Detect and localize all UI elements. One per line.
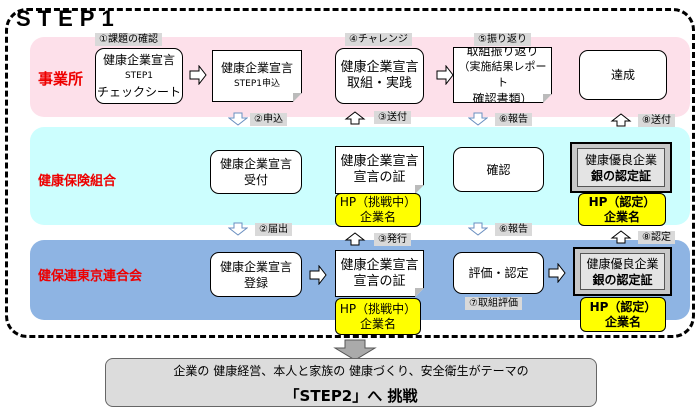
row-label-company: 事業所 [38,70,84,88]
fold-corner [293,93,302,102]
text: 健康企業宣言 [340,60,419,75]
text: 取組振り返り [466,44,539,58]
tag-challenge: ④チャレンジ [345,33,412,46]
right-arrow-icon [436,65,454,85]
text: 受付 [243,173,268,187]
up-arrow-icon [610,113,632,127]
down-arrow-icon [468,222,488,236]
text: HP（挑戦中） [339,301,417,316]
box-register: 健康企業宣言登録 [210,252,302,297]
row-label-federation: 健保連東京連合会 [38,269,143,284]
label-send: ③送付 [374,111,411,124]
text: 健康企業宣言 [102,53,175,67]
text: 健康優良企業 [584,152,657,167]
text: STEP1申込 [233,79,281,89]
text: 健康企業宣言 [340,257,419,273]
label-notify: ②届出 [255,223,292,236]
text: 確認 [486,162,511,177]
text: 健康企業宣言 [340,154,419,169]
box-review: 取組振り返り （実施結果レポート 確認書類） [453,47,552,103]
text: 企業名 [603,209,640,224]
text: HP（認定） [589,299,657,314]
text: 健康企業宣言 [219,259,292,274]
box-receive: 健康企業宣言受付 [210,150,302,194]
up-arrow-icon [610,230,632,244]
text: 達成 [610,68,635,82]
label-send-cert: ⑧送付 [638,114,675,127]
box-evaluate: 評価・認定 [453,252,544,294]
text: 登録 [243,275,268,290]
right-arrow-icon [548,263,566,283]
text: STEP1 [124,71,154,81]
box-achieved: 達成 [579,50,667,100]
label-apply: ②申込 [250,113,287,126]
label-report: ⑥報告 [495,223,532,236]
fold-corner [543,94,552,103]
text: 銀の認定証 [592,272,653,287]
row-label-insurance: 健康保険組合 [38,174,117,189]
down-arrow-icon [468,112,488,126]
hp-challenging: HP（挑戦中）企業名 [335,193,421,227]
next-step-box: 企業の 健康経営、本人と家族の 健康づくり、安全衛生がテーマの 「STEP2」へ… [105,358,597,407]
down-arrow-icon [228,112,248,126]
text: 健康企業宣言 [219,157,292,171]
text: 企業名 [604,314,641,329]
text: （実施結果レポート [458,60,547,89]
down-arrow-icon [333,339,377,361]
up-arrow-icon [344,111,366,125]
up-arrow-icon [344,232,366,246]
tag-evaluation: ⑦取組評価 [465,297,522,310]
text: 健康優良企業 [586,256,659,271]
hp-certified: HP（認定）企業名 [580,297,666,332]
fold-corner [415,185,424,194]
box-checksheet: 健康企業宣言 STEP1 チェックシート [95,48,183,104]
step-title: STEP1 [16,6,121,31]
down-arrow-icon [228,222,248,236]
hp-challenging: HP（挑戦中）企業名 [335,298,421,335]
text: 宣言の証 [353,170,406,185]
step1-frame [5,8,695,338]
text: 健康企業宣言 [220,61,293,75]
text: 銀の認定証 [590,168,651,183]
text: HP（挑戦中） [339,195,417,209]
box-confirm: 確認 [453,147,544,192]
tag-review: ⑤振り返り [474,33,531,46]
text: 企業名 [359,210,396,224]
text: HP（認定） [588,194,656,209]
silver-certificate: 健康優良企業銀の認定証 [570,142,672,193]
silver-certificate: 健康優良企業銀の認定証 [573,247,672,296]
label-report: ⑥報告 [495,113,532,126]
label-issue: ③発行 [374,233,411,246]
text: 評価・認定 [468,266,529,280]
box-certificate: 健康企業宣言宣言の証 [335,250,424,297]
text: 確認書類） [472,92,533,106]
label-certify: ⑧認定 [638,231,675,244]
fold-corner [415,288,424,297]
text: 取組・実践 [346,76,412,91]
box-apply: 健康企業宣言 STEP1申込 [212,50,302,102]
hp-certified: HP（認定）企業名 [578,193,666,226]
tag-step1: ①課題の確認 [95,33,162,46]
text: 企業名 [359,316,396,331]
text: チェックシート [96,85,181,99]
box-practice: 健康企業宣言 取組・実践 [335,48,424,104]
box-certificate: 健康企業宣言宣言の証 [335,146,424,194]
next-step-title: 「STEP2」へ 挑戦 [284,387,418,405]
right-arrow-icon [309,265,327,285]
text: 宣言の証 [353,273,406,289]
right-arrow-icon [189,65,207,85]
next-step-description: 企業の 健康経営、本人と家族の 健康づくり、安全衛生がテーマの [173,364,529,378]
